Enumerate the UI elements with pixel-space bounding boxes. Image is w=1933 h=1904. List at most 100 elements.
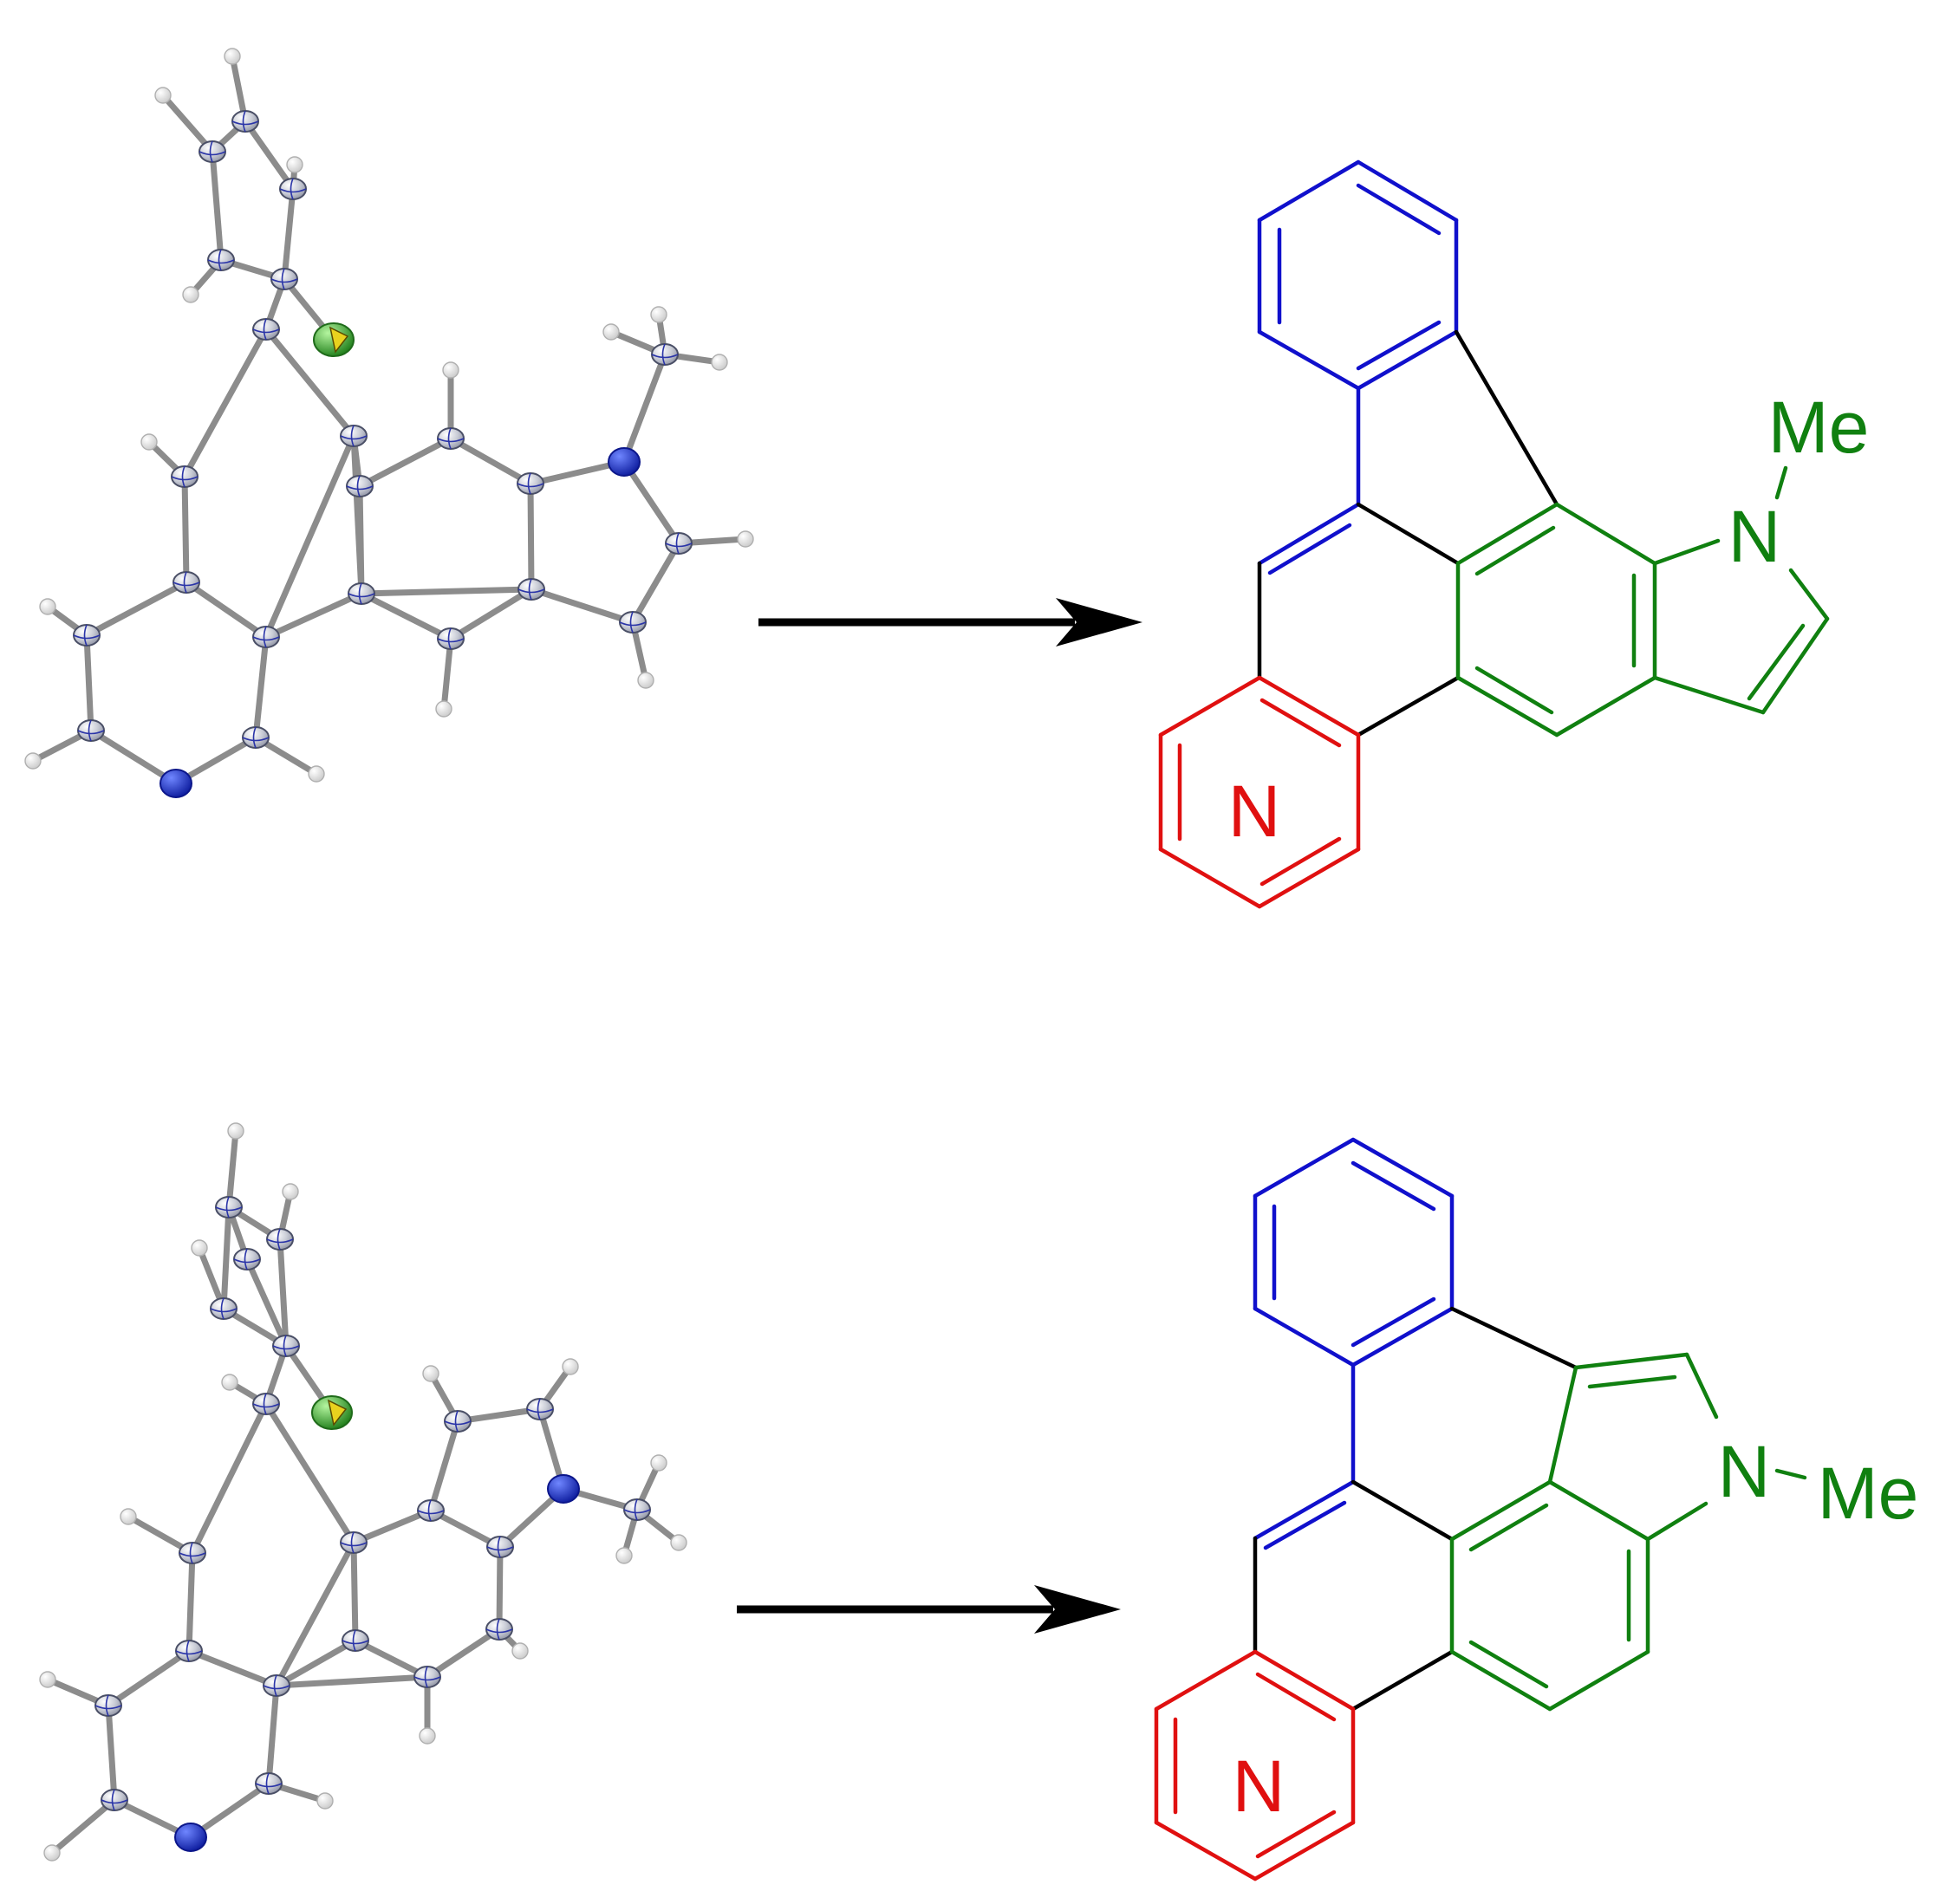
crystal-atoms-bottom	[39, 1122, 687, 1862]
crystal-top-bond	[88, 727, 179, 787]
pyridine-ring-top	[1158, 675, 1361, 909]
crystal-bottom-hydrogen-atom	[511, 1642, 529, 1660]
crystal-top-carbon-atom	[171, 465, 199, 488]
crystal-top-carbon-atom	[77, 719, 105, 742]
crystal-bottom-bond	[220, 1204, 232, 1312]
crystal-top-carbon-atom	[651, 343, 679, 366]
crystal-top-nitrogen-atom	[159, 769, 192, 798]
crystal-bottom-hydrogen-atom	[422, 1365, 439, 1382]
crystal-bottom-bond	[105, 1702, 118, 1803]
crystal-top-carbon-atom	[252, 626, 280, 648]
crystal-top-chlorine-atom	[313, 322, 355, 357]
crystal-top-bond	[358, 590, 454, 642]
crystal-top-bond	[621, 351, 668, 465]
crystal-bottom-bond	[105, 1647, 192, 1709]
crystal-bottom-hydrogen-atom	[227, 1122, 244, 1140]
crystal-atoms-top	[24, 48, 754, 798]
pyrrole-nitrogen-label-bottom: N	[1718, 1431, 1771, 1512]
crystal-bottom-bond	[263, 1400, 357, 1546]
crystal-bottom-bond	[427, 1418, 461, 1514]
crystal-top-carbon-atom	[270, 268, 298, 290]
crystal-top-nitrogen-atom	[608, 447, 641, 477]
benzene-ring-bottom	[1253, 1137, 1455, 1550]
crystal-top-bond	[358, 586, 535, 597]
crystal-top-bond	[621, 458, 682, 547]
crystal-top-carbon-atom	[619, 611, 647, 634]
crystal-top-bond	[629, 540, 682, 626]
crystal-bottom-chlorine-atom	[311, 1395, 353, 1430]
indole-ring-bottom	[1449, 1352, 1807, 1712]
crystal-top-bond	[263, 326, 357, 439]
crystal-top-bond	[242, 118, 296, 192]
crystal-bottom-carbon-atom	[233, 1248, 261, 1270]
crystal-bottom-hydrogen-atom	[316, 1792, 334, 1810]
crystal-bottom-carbon-atom	[252, 1393, 280, 1415]
crystal-bottom-carbon-atom	[175, 1640, 203, 1662]
crystal-top-bond	[447, 435, 534, 487]
crystal-top-carbon-atom	[252, 318, 280, 341]
crystal-top-carbon-atom	[348, 582, 375, 605]
crystal-top-bond	[263, 590, 365, 640]
benzene-ring-top	[1257, 159, 1459, 575]
crystal-top-bond	[209, 148, 225, 263]
crystal-bottom-hydrogen-atom	[120, 1508, 137, 1525]
crystal-bottom-bond	[454, 1406, 543, 1425]
pyridine-nitrogen-label-bottom: N	[1233, 1745, 1285, 1827]
crystal-top-carbon-atom	[517, 472, 544, 495]
crystal-bottom-carbon-atom	[94, 1694, 122, 1717]
crystal-top-carbon-atom	[207, 249, 235, 271]
crystal-top-hydrogen-atom	[182, 286, 199, 303]
crystal-bottom-carbon-atom	[272, 1335, 300, 1357]
crystal-top-hydrogen-atom	[224, 48, 241, 65]
crystal-top-carbon-atom	[242, 726, 270, 749]
crystal-bottom-hydrogen-atom	[562, 1358, 579, 1375]
crystal-top-bond	[159, 92, 216, 155]
crystal-bottom-hydrogen-atom	[670, 1534, 687, 1551]
pyridine-ring-bottom	[1154, 1649, 1356, 1881]
crystal-bottom-carbon-atom	[101, 1789, 128, 1811]
crystal-top-bond	[356, 483, 365, 597]
crystal-top-hydrogen-atom	[435, 700, 452, 718]
crystal-bottom-bond	[225, 1127, 239, 1211]
crystal-top-bond	[528, 586, 636, 626]
crystal-bottom-carbon-atom	[266, 1228, 294, 1251]
crystal-bottom-hydrogen-atom	[650, 1454, 667, 1472]
crystal-top-hydrogen-atom	[39, 598, 56, 615]
reaction-arrow-top	[758, 598, 1142, 647]
crystal-bottom-carbon-atom	[413, 1666, 441, 1688]
crystal-top-hydrogen-atom	[650, 306, 667, 323]
crystal-bottom-bond	[189, 1400, 270, 1556]
crystal-bottom-bond	[49, 1797, 118, 1856]
crystal-top-hydrogen-atom	[602, 323, 620, 341]
crystal-bottom-nitrogen-atom	[547, 1474, 580, 1504]
crystal-bottom-bond	[424, 1626, 503, 1680]
methyl-label-bottom: Me	[1818, 1452, 1919, 1534]
crystal-top-bond	[83, 579, 190, 639]
crystal-bottom-carbon-atom	[342, 1629, 369, 1652]
crystal-bottom-bond	[185, 1550, 196, 1654]
structural-formula-bottom: N N Me	[1154, 1137, 1919, 1881]
crystal-top-bond	[181, 326, 270, 480]
crystal-bottom-bond	[496, 1543, 504, 1633]
crystal-top-carbon-atom	[279, 178, 307, 200]
linker-bonds-top	[1257, 329, 1559, 738]
crystal-top-carbon-atom	[437, 427, 465, 450]
crystal-structure-bottom	[39, 1122, 687, 1862]
crystal-top-carbon-atom	[517, 578, 545, 601]
crystal-bottom-carbon-atom	[623, 1498, 651, 1521]
crystal-bottom-carbon-atom	[526, 1398, 554, 1420]
crystal-top-carbon-atom	[665, 532, 693, 555]
crystal-top-bond	[447, 586, 535, 642]
crystal-bottom-carbon-atom	[417, 1499, 445, 1522]
crystal-top-bond	[252, 634, 270, 741]
crystal-structure-top	[24, 48, 754, 798]
pyridine-nitrogen-label-top: N	[1228, 770, 1281, 852]
crystal-top-hydrogen-atom	[308, 765, 325, 783]
crystal-bottom-hydrogen-atom	[221, 1374, 238, 1391]
structural-formula-top: N N Me	[1158, 159, 1869, 909]
crystal-bottom-hydrogen-atom	[39, 1671, 56, 1688]
crystal-top-hydrogen-atom	[737, 530, 754, 548]
crystal-bottom-nitrogen-atom	[174, 1823, 207, 1852]
crystal-top-bond	[281, 185, 296, 283]
crystal-top-hydrogen-atom	[286, 156, 303, 173]
